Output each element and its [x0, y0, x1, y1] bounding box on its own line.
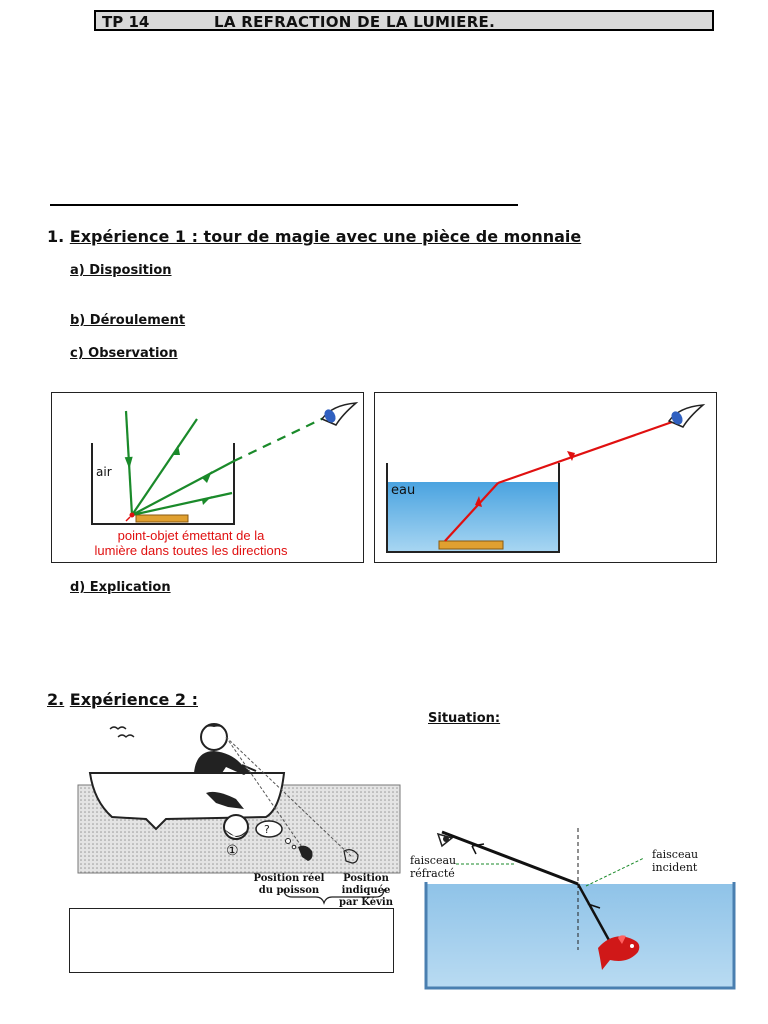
bird-icon	[117, 734, 135, 738]
section-1-title: Expérience 1 : tour de magie avec une pi…	[69, 227, 582, 246]
water	[387, 482, 559, 552]
section-1-number: 1.	[47, 227, 65, 246]
svg-text:?: ?	[264, 823, 270, 836]
refraction-drawing	[424, 828, 736, 990]
eye-icon	[436, 832, 454, 848]
section-2-heading: 2. Expérience 2 :	[47, 690, 198, 709]
sight-line	[225, 736, 307, 854]
label-real-position: Position réel du poisson	[252, 873, 326, 897]
ray-3	[131, 460, 235, 516]
air-diagram	[91, 402, 359, 525]
subsection-explication: d) Explication	[70, 580, 171, 595]
ray-refracted	[441, 830, 579, 886]
situation-label: Situation:	[428, 711, 501, 726]
eau-label: eau	[391, 483, 416, 498]
section-2-number: 2.	[47, 690, 65, 709]
label-incident: faisceau incident	[652, 848, 699, 874]
source-point	[129, 512, 135, 518]
label-refracted-line-1: faisceau	[410, 854, 457, 867]
divider-line	[50, 204, 518, 206]
subsection-disposition: a) Disposition	[70, 263, 172, 278]
coin	[135, 514, 189, 523]
label-refracted-line-2: réfracté	[410, 867, 455, 880]
container-outline	[386, 463, 560, 553]
reflection-icon	[206, 791, 249, 840]
fish-real-icon	[298, 845, 313, 861]
ray-in-water	[444, 482, 499, 542]
air-label: air	[96, 465, 112, 479]
subsection-observation: c) Observation	[70, 346, 178, 361]
caption-line-1: point-objet émettant de la	[117, 528, 265, 543]
ray-4	[131, 491, 233, 517]
fish-indicated-icon	[343, 849, 359, 864]
label-ind-line-2: par Kévin	[339, 897, 393, 908]
figure-fisherman: ? ① Position réel du poisson Position in…	[76, 715, 406, 910]
ray-incident	[576, 883, 612, 943]
title-banner: TP 14 LA REFRACTION DE LA LUMIERE.	[94, 10, 714, 31]
tank-outline	[424, 882, 736, 990]
section-1-heading: 1. Expérience 1 : tour de magie avec une…	[47, 227, 581, 246]
fish-icon	[598, 935, 640, 970]
section-2-title: Expérience 2 :	[69, 690, 198, 709]
caption-line-2: lumière dans toutes les directions	[94, 543, 288, 558]
label-real-line-2: du poisson	[258, 885, 320, 896]
tp-number: TP 14	[102, 13, 150, 31]
answer-box[interactable]	[69, 908, 394, 973]
water-diagram	[386, 404, 706, 553]
brace	[283, 888, 385, 905]
bird-icon	[109, 726, 127, 730]
ray-in-air	[497, 419, 676, 485]
label-indicated-position: Position indiquée par Kévin	[326, 873, 406, 909]
eye-icon	[320, 402, 359, 426]
sight-line	[225, 736, 353, 858]
fisherman-drawing: ?	[77, 723, 401, 905]
caption: point-objet émettant de la lumière dans …	[56, 528, 326, 558]
figure-air: air point-objet émettant de la lumière d…	[51, 392, 364, 563]
thought-bubble	[255, 820, 283, 838]
coin	[438, 540, 504, 550]
page-title: LA REFRACTION DE LA LUMIERE.	[214, 13, 496, 31]
label-refracted: faisceau réfracté	[410, 854, 456, 880]
figure-water: eau	[374, 392, 717, 563]
subsection-deroulement: b) Déroulement	[70, 313, 186, 328]
label-ind-line-1: Position indiquée	[341, 873, 391, 896]
eye-icon	[667, 404, 706, 428]
water	[426, 884, 734, 988]
container-outline	[91, 443, 235, 525]
marker-one: ①	[226, 843, 239, 859]
fisherman-icon	[194, 723, 257, 775]
ray-dashed	[233, 414, 331, 462]
label-real-line-1: Position réel	[253, 873, 325, 884]
figure-refraction: faisceau réfracté faisceau incident	[404, 820, 746, 992]
ray-2	[131, 418, 198, 516]
